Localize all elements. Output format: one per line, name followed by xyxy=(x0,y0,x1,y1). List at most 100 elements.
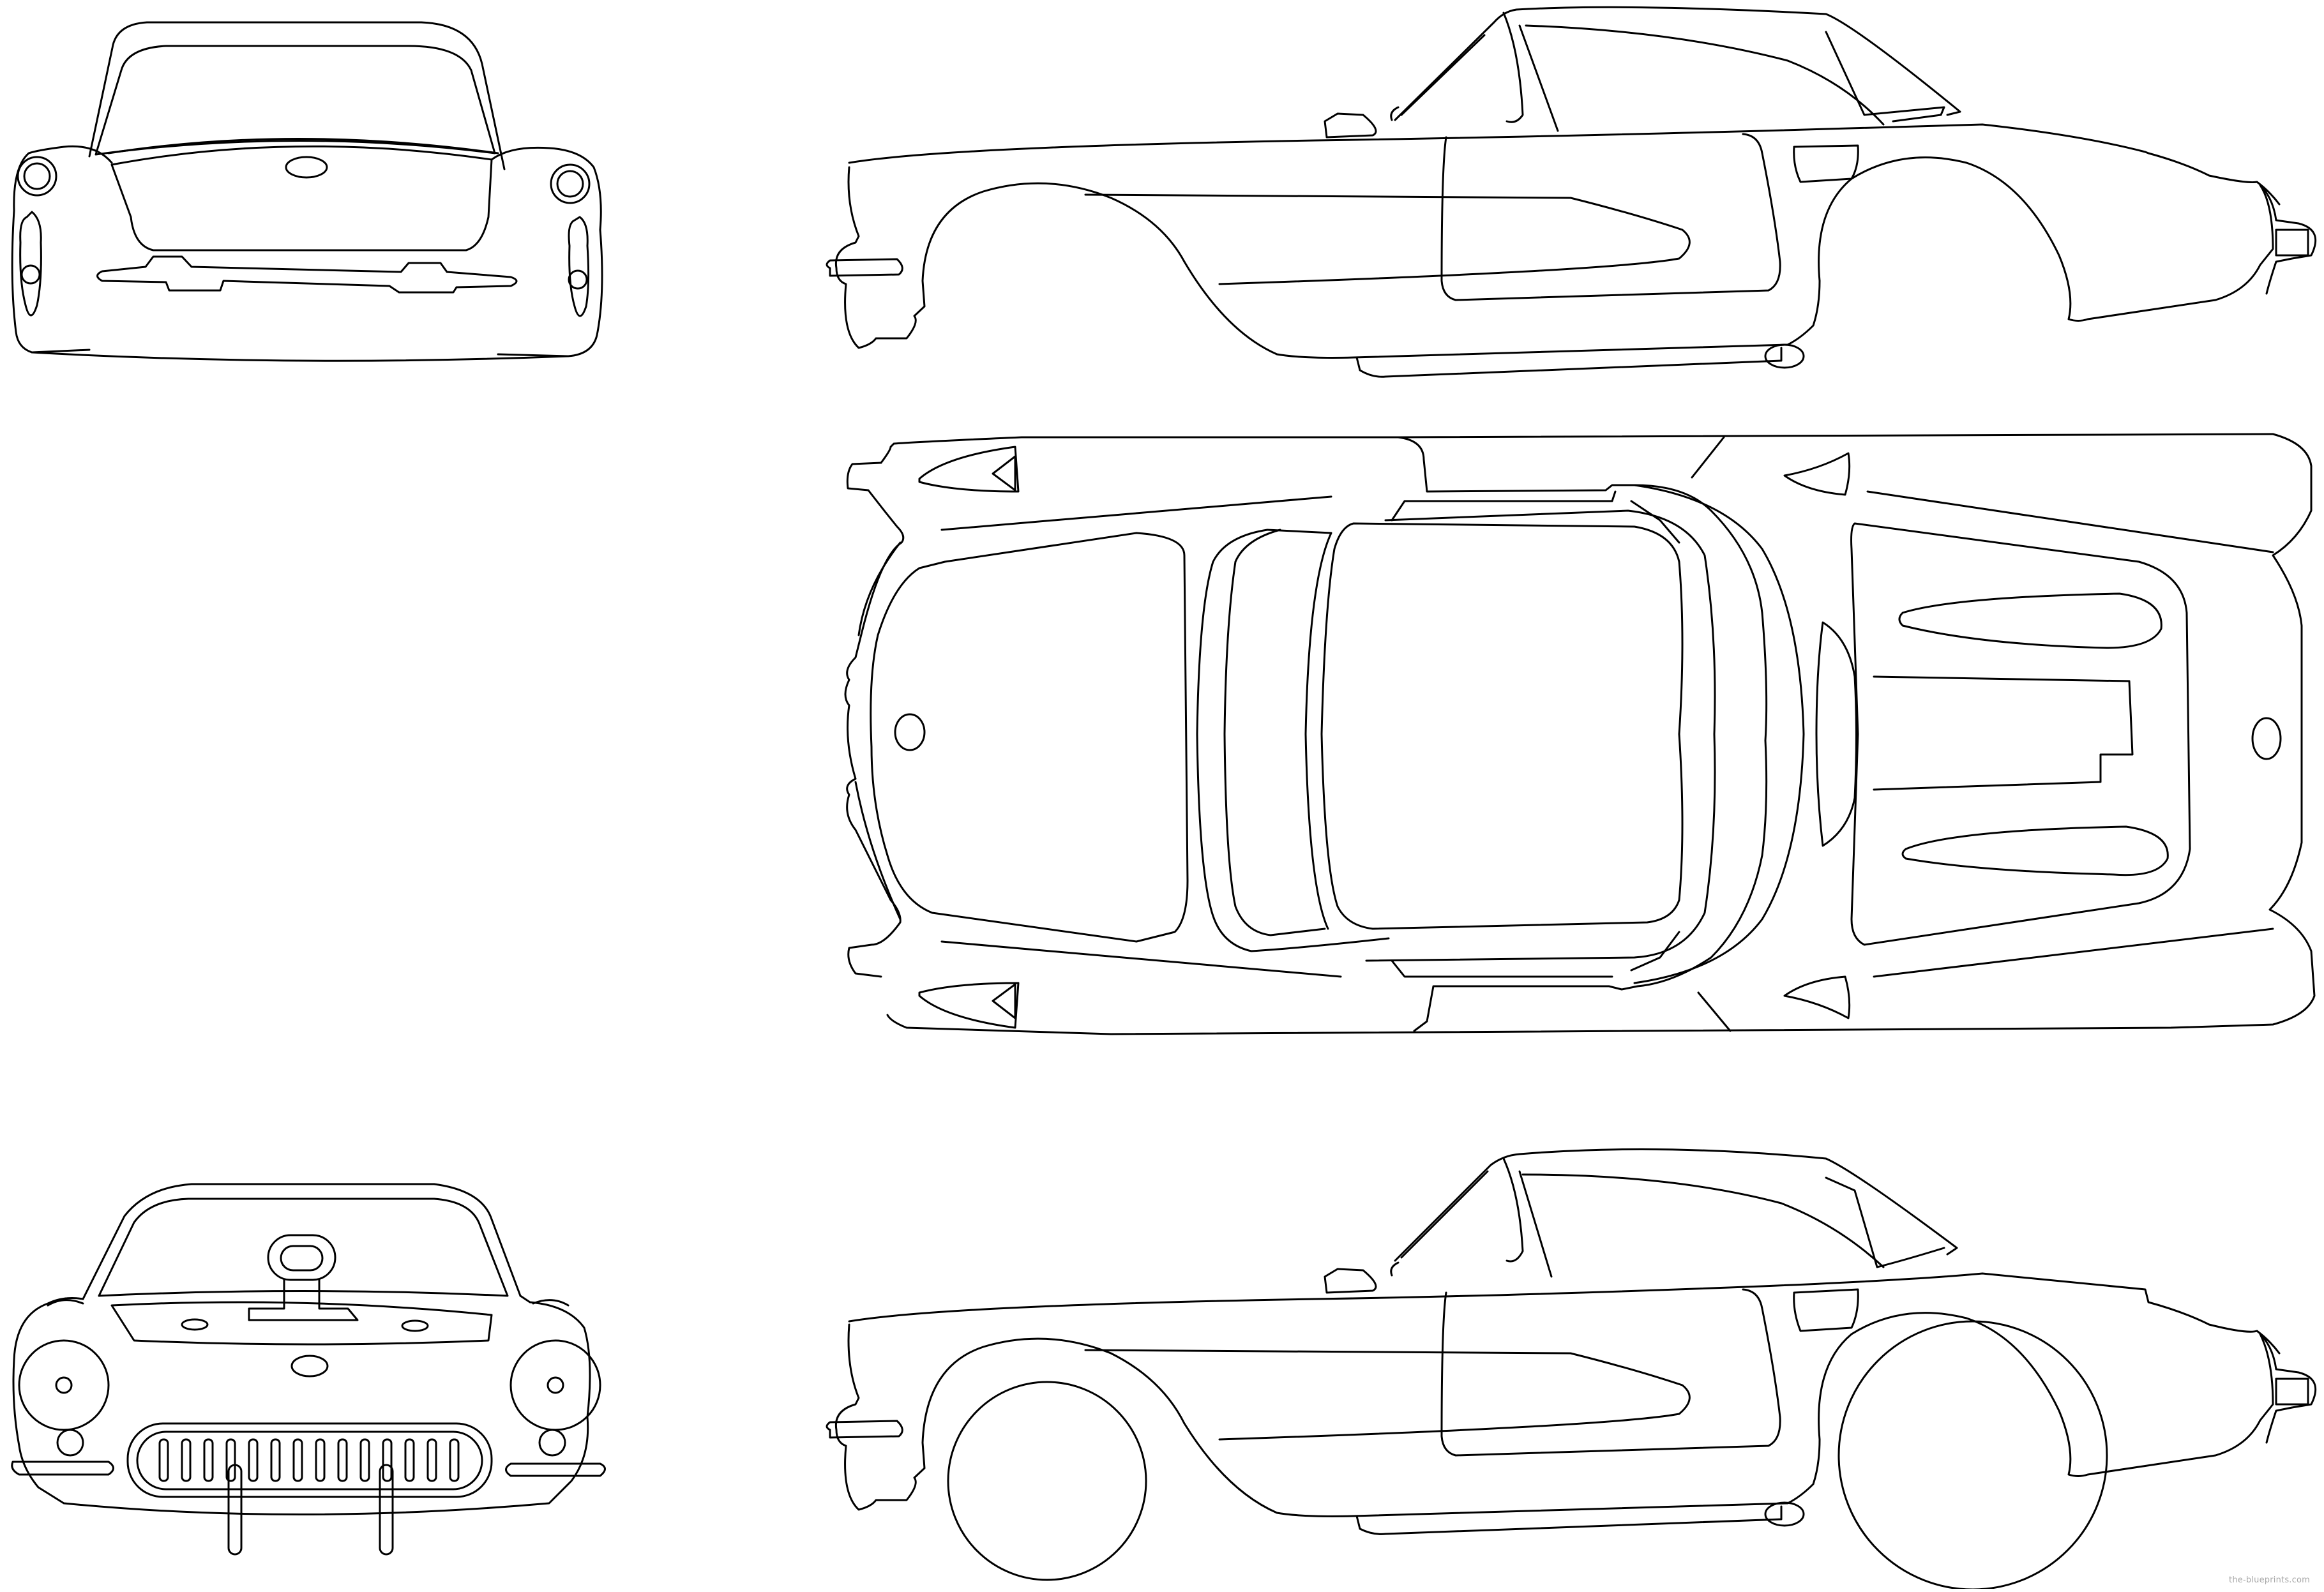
top-rear-emblem xyxy=(2251,717,2282,760)
side-rear-arch xyxy=(1818,1312,2274,1477)
front-hood-vent-right xyxy=(401,1319,429,1332)
top-cowl-left xyxy=(1633,484,1805,984)
front-hood-vent-left xyxy=(181,1318,209,1331)
top-trunk-right-line xyxy=(1873,927,2274,978)
side-top-tail-light xyxy=(2275,229,2309,257)
front-right-parking-lamp xyxy=(538,1429,566,1457)
top-right-door-inner xyxy=(1391,959,1613,978)
side-nose xyxy=(834,1323,1186,1511)
side-top-exhaust-tip xyxy=(1764,343,1805,369)
top-roof xyxy=(1320,522,1684,930)
side-top-cowl xyxy=(1324,106,1400,139)
front-grille-bars xyxy=(158,1438,460,1482)
top-windshield-inner xyxy=(1223,529,1326,936)
top-trunk xyxy=(1850,522,2191,946)
front-left-headlight-bulb xyxy=(55,1376,73,1394)
side-front-bumper xyxy=(826,1420,903,1439)
side-rear-glass xyxy=(1825,1176,1945,1268)
top-trunk-cove-lower xyxy=(1901,825,2169,876)
side-cove xyxy=(1084,1349,1691,1441)
side-top-cove xyxy=(1084,193,1691,285)
side-top-window xyxy=(1518,24,1885,132)
side-door-handle xyxy=(1793,1288,1859,1332)
side-cowl xyxy=(1324,1261,1400,1294)
side-tail-cone xyxy=(2259,1333,2317,1444)
front-hood-ornament xyxy=(267,1234,336,1281)
side-top-door-handle xyxy=(1793,144,1859,183)
side-view-body xyxy=(826,6,2317,378)
side-top-tail-cone xyxy=(2259,184,2317,295)
rear-right-pod xyxy=(568,216,590,317)
top-hood xyxy=(870,532,1189,943)
rear-left-fender xyxy=(11,145,113,354)
top-right-headlight xyxy=(918,982,1020,1029)
rear-roof xyxy=(88,21,506,170)
side-top-underside xyxy=(1183,260,1821,359)
top-left-headlight xyxy=(918,446,1020,493)
front-hood xyxy=(110,1301,493,1346)
side-top-rear-glass xyxy=(1825,31,1945,123)
side-front-wheel xyxy=(947,1381,1147,1581)
front-grille-inner xyxy=(136,1431,483,1491)
rear-view xyxy=(11,21,603,362)
top-fuel-lid xyxy=(1815,621,1857,847)
top-right-fender-crease xyxy=(940,940,1342,978)
top-left-fender-crease xyxy=(940,495,1332,531)
rear-deck-line xyxy=(107,138,499,154)
front-left-bumper xyxy=(11,1461,114,1476)
front-left-fender-top xyxy=(47,1299,84,1307)
rear-bottom xyxy=(31,351,570,362)
top-rear-right-vent xyxy=(1783,975,1851,1019)
top-trunk-left-line xyxy=(1866,490,2274,553)
side-top-rear-arch xyxy=(1818,156,2274,322)
trunk-lid xyxy=(110,145,493,252)
top-rear-left-vent xyxy=(1783,452,1851,496)
rear-left-lamp-outer xyxy=(17,156,57,197)
side-top-nose xyxy=(834,166,1186,349)
rear-right-lamp-outer xyxy=(550,163,591,204)
front-right-bumper xyxy=(505,1462,606,1477)
front-hood-ornament-stem xyxy=(248,1279,359,1321)
top-hood-emblem xyxy=(894,713,926,751)
front-view xyxy=(11,1183,606,1556)
rear-right-exhaust xyxy=(568,269,588,290)
front-right-bumper-guard xyxy=(379,1464,394,1556)
side-underside xyxy=(1183,1422,1821,1517)
rear-right-fender xyxy=(490,146,603,357)
rear-left-pod xyxy=(19,211,42,317)
rear-bumper xyxy=(96,255,518,294)
front-right-headlight-bulb xyxy=(547,1376,564,1394)
side-top-hardtop xyxy=(1394,6,1961,121)
side-rocker xyxy=(1355,1505,1783,1535)
top-nose-inner-left xyxy=(857,541,902,636)
front-body-outline xyxy=(12,1295,591,1515)
top-trunk-cove-upper xyxy=(1898,592,2162,649)
side-tail-light xyxy=(2275,1378,2309,1406)
top-windshield xyxy=(1196,529,1390,952)
front-left-bumper-guard xyxy=(227,1464,243,1556)
top-view xyxy=(844,433,2316,1035)
top-roof-outer xyxy=(1365,509,1716,962)
top-nose xyxy=(844,462,905,978)
side-window xyxy=(1518,1170,1885,1278)
top-trunk-lid xyxy=(1873,675,2134,791)
side-top-door-frame xyxy=(1502,11,1524,123)
top-cowl-left-inner xyxy=(1630,500,1680,972)
rear-left-exhaust xyxy=(20,264,41,285)
front-left-parking-lamp xyxy=(56,1429,84,1457)
rear-right-lamp-inner xyxy=(556,170,584,198)
side-door xyxy=(1440,1288,1781,1457)
side-top-bumper-front xyxy=(826,258,903,277)
top-outline xyxy=(880,433,2316,1035)
front-grille-outer xyxy=(126,1422,493,1498)
top-left-door-inner xyxy=(1391,490,1617,522)
side-top-belt-line xyxy=(848,123,2281,206)
side-belt-line xyxy=(848,1272,2281,1355)
top-left-door xyxy=(1397,436,1768,1032)
watermark-text: the-blueprints.com xyxy=(2229,1575,2310,1585)
front-hood-ornament-inner xyxy=(280,1245,324,1272)
top-nose-inner-right xyxy=(854,781,902,920)
front-roof xyxy=(82,1183,522,1300)
side-exhaust-tip xyxy=(1764,1501,1805,1527)
